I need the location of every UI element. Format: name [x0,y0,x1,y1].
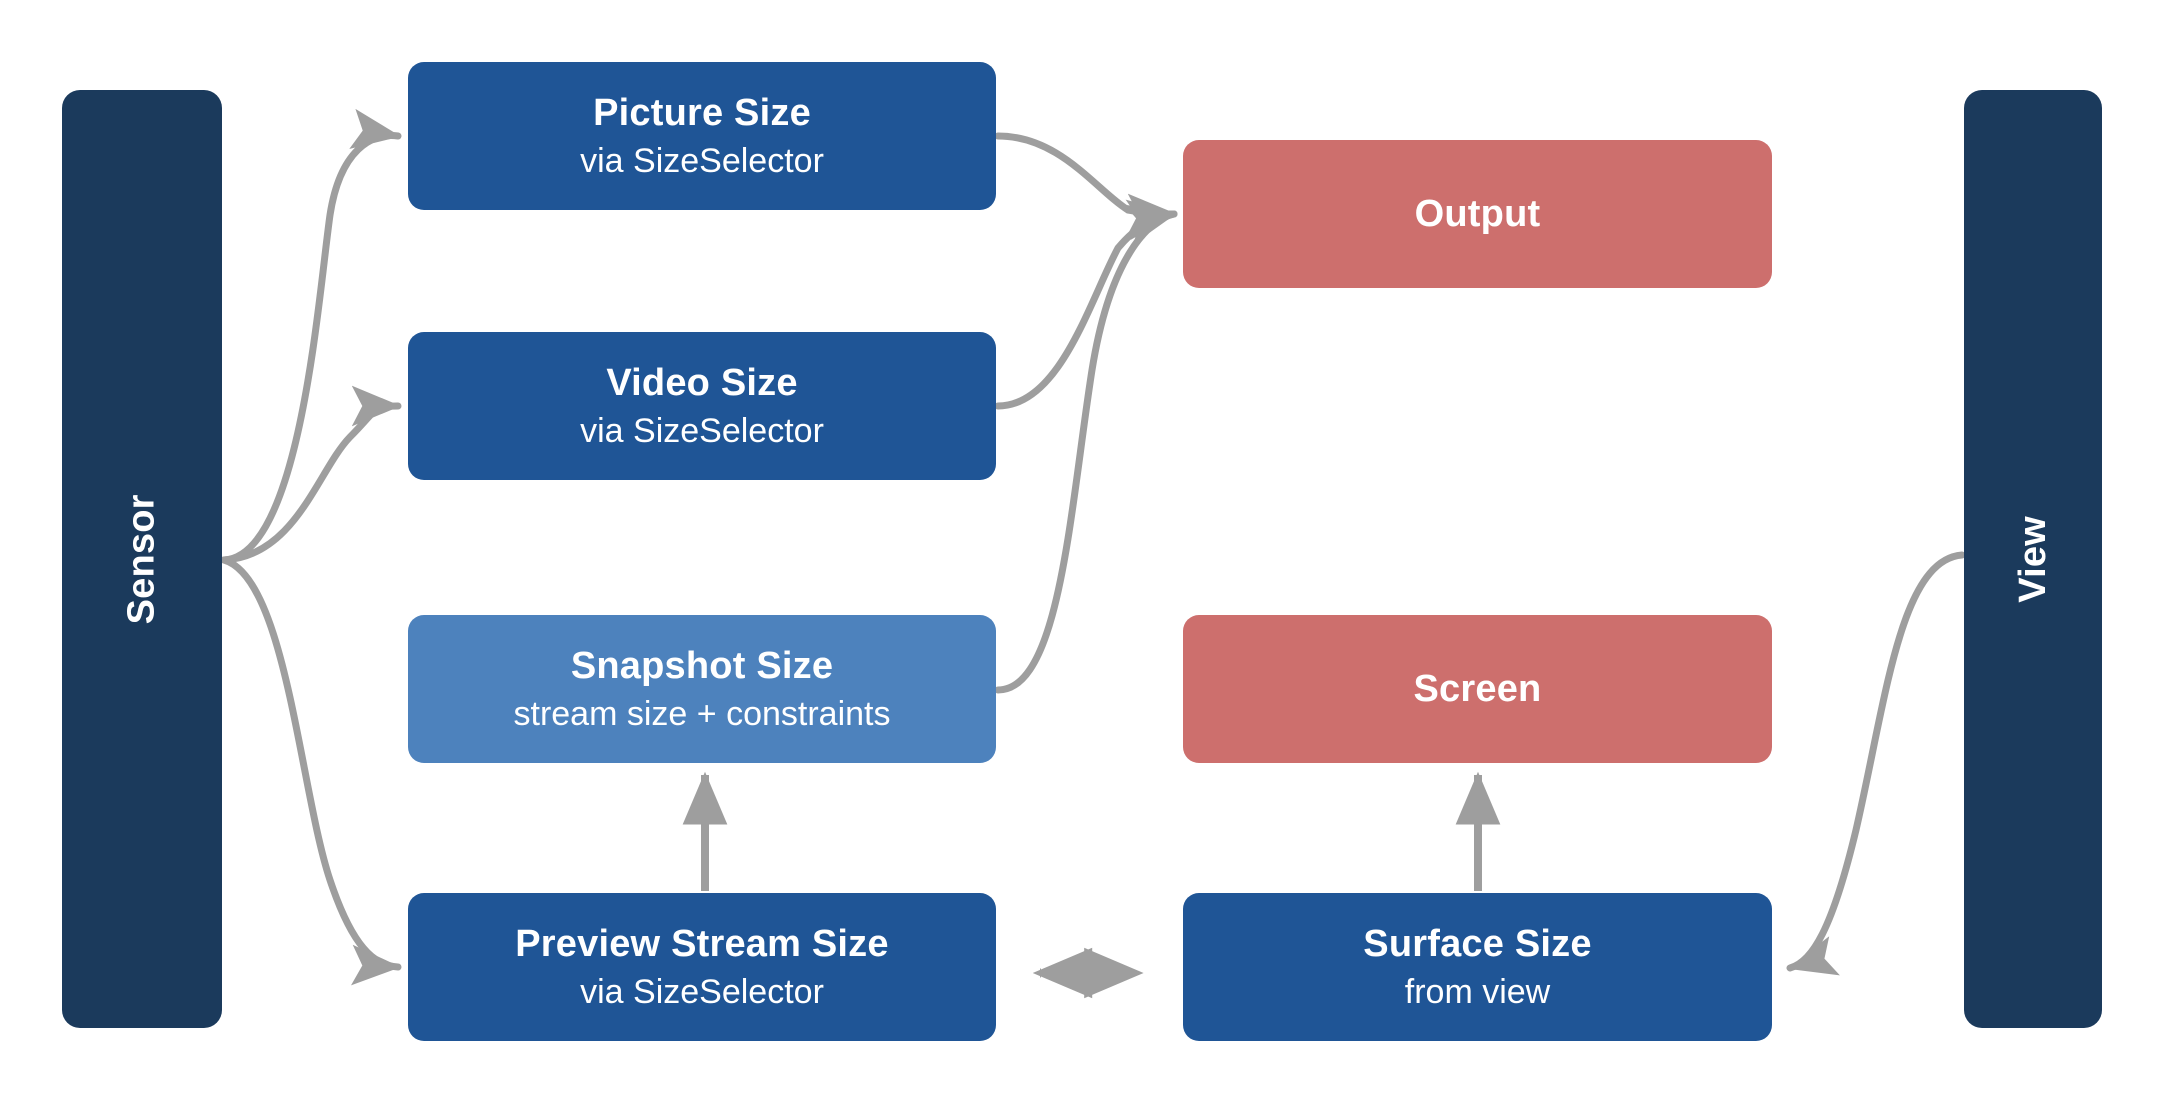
edge-view-to-surface-size [1786,551,1966,976]
node-preview-stream-size[interactable]: Preview Stream Size via SizeSelector [408,893,996,1041]
node-screen[interactable]: Screen [1183,615,1772,763]
edge-sensor-to-picture-size [220,108,402,564]
node-preview-stream-size-subtitle: via SizeSelector [580,972,824,1011]
edge-snapshot-size-to-output [994,204,1178,694]
node-picture-size-subtitle: via SizeSelector [580,141,824,180]
edge-sensor-to-video-size [220,385,402,564]
node-output-title: Output [1414,192,1541,235]
node-output[interactable]: Output [1183,140,1772,288]
node-video-size[interactable]: Video Size via SizeSelector [408,332,996,480]
node-sensor[interactable]: Sensor [62,90,222,1028]
node-screen-title: Screen [1413,667,1542,710]
node-view-title: View [2011,515,2054,603]
node-picture-size-title: Picture Size [593,92,811,135]
node-surface-size[interactable]: Surface Size from view [1183,893,1772,1041]
node-surface-size-title: Surface Size [1363,923,1592,966]
node-surface-size-subtitle: from view [1404,972,1551,1011]
node-snapshot-size-title: Snapshot Size [570,645,834,688]
node-snapshot-size-subtitle: stream size + constraints [513,694,891,733]
node-preview-stream-size-title: Preview Stream Size [515,923,889,966]
node-sensor-title: Sensor [120,493,163,625]
edge-picture-size-to-output [994,132,1178,235]
node-snapshot-size[interactable]: Snapshot Size stream size + constraints [408,615,996,763]
node-video-size-subtitle: via SizeSelector [580,411,824,450]
node-video-size-title: Video Size [606,362,798,405]
edge-sensor-to-preview-stream-size [220,556,402,986]
node-view[interactable]: View [1964,90,2102,1028]
edge-video-size-to-output [994,199,1178,410]
node-picture-size[interactable]: Picture Size via SizeSelector [408,62,996,210]
